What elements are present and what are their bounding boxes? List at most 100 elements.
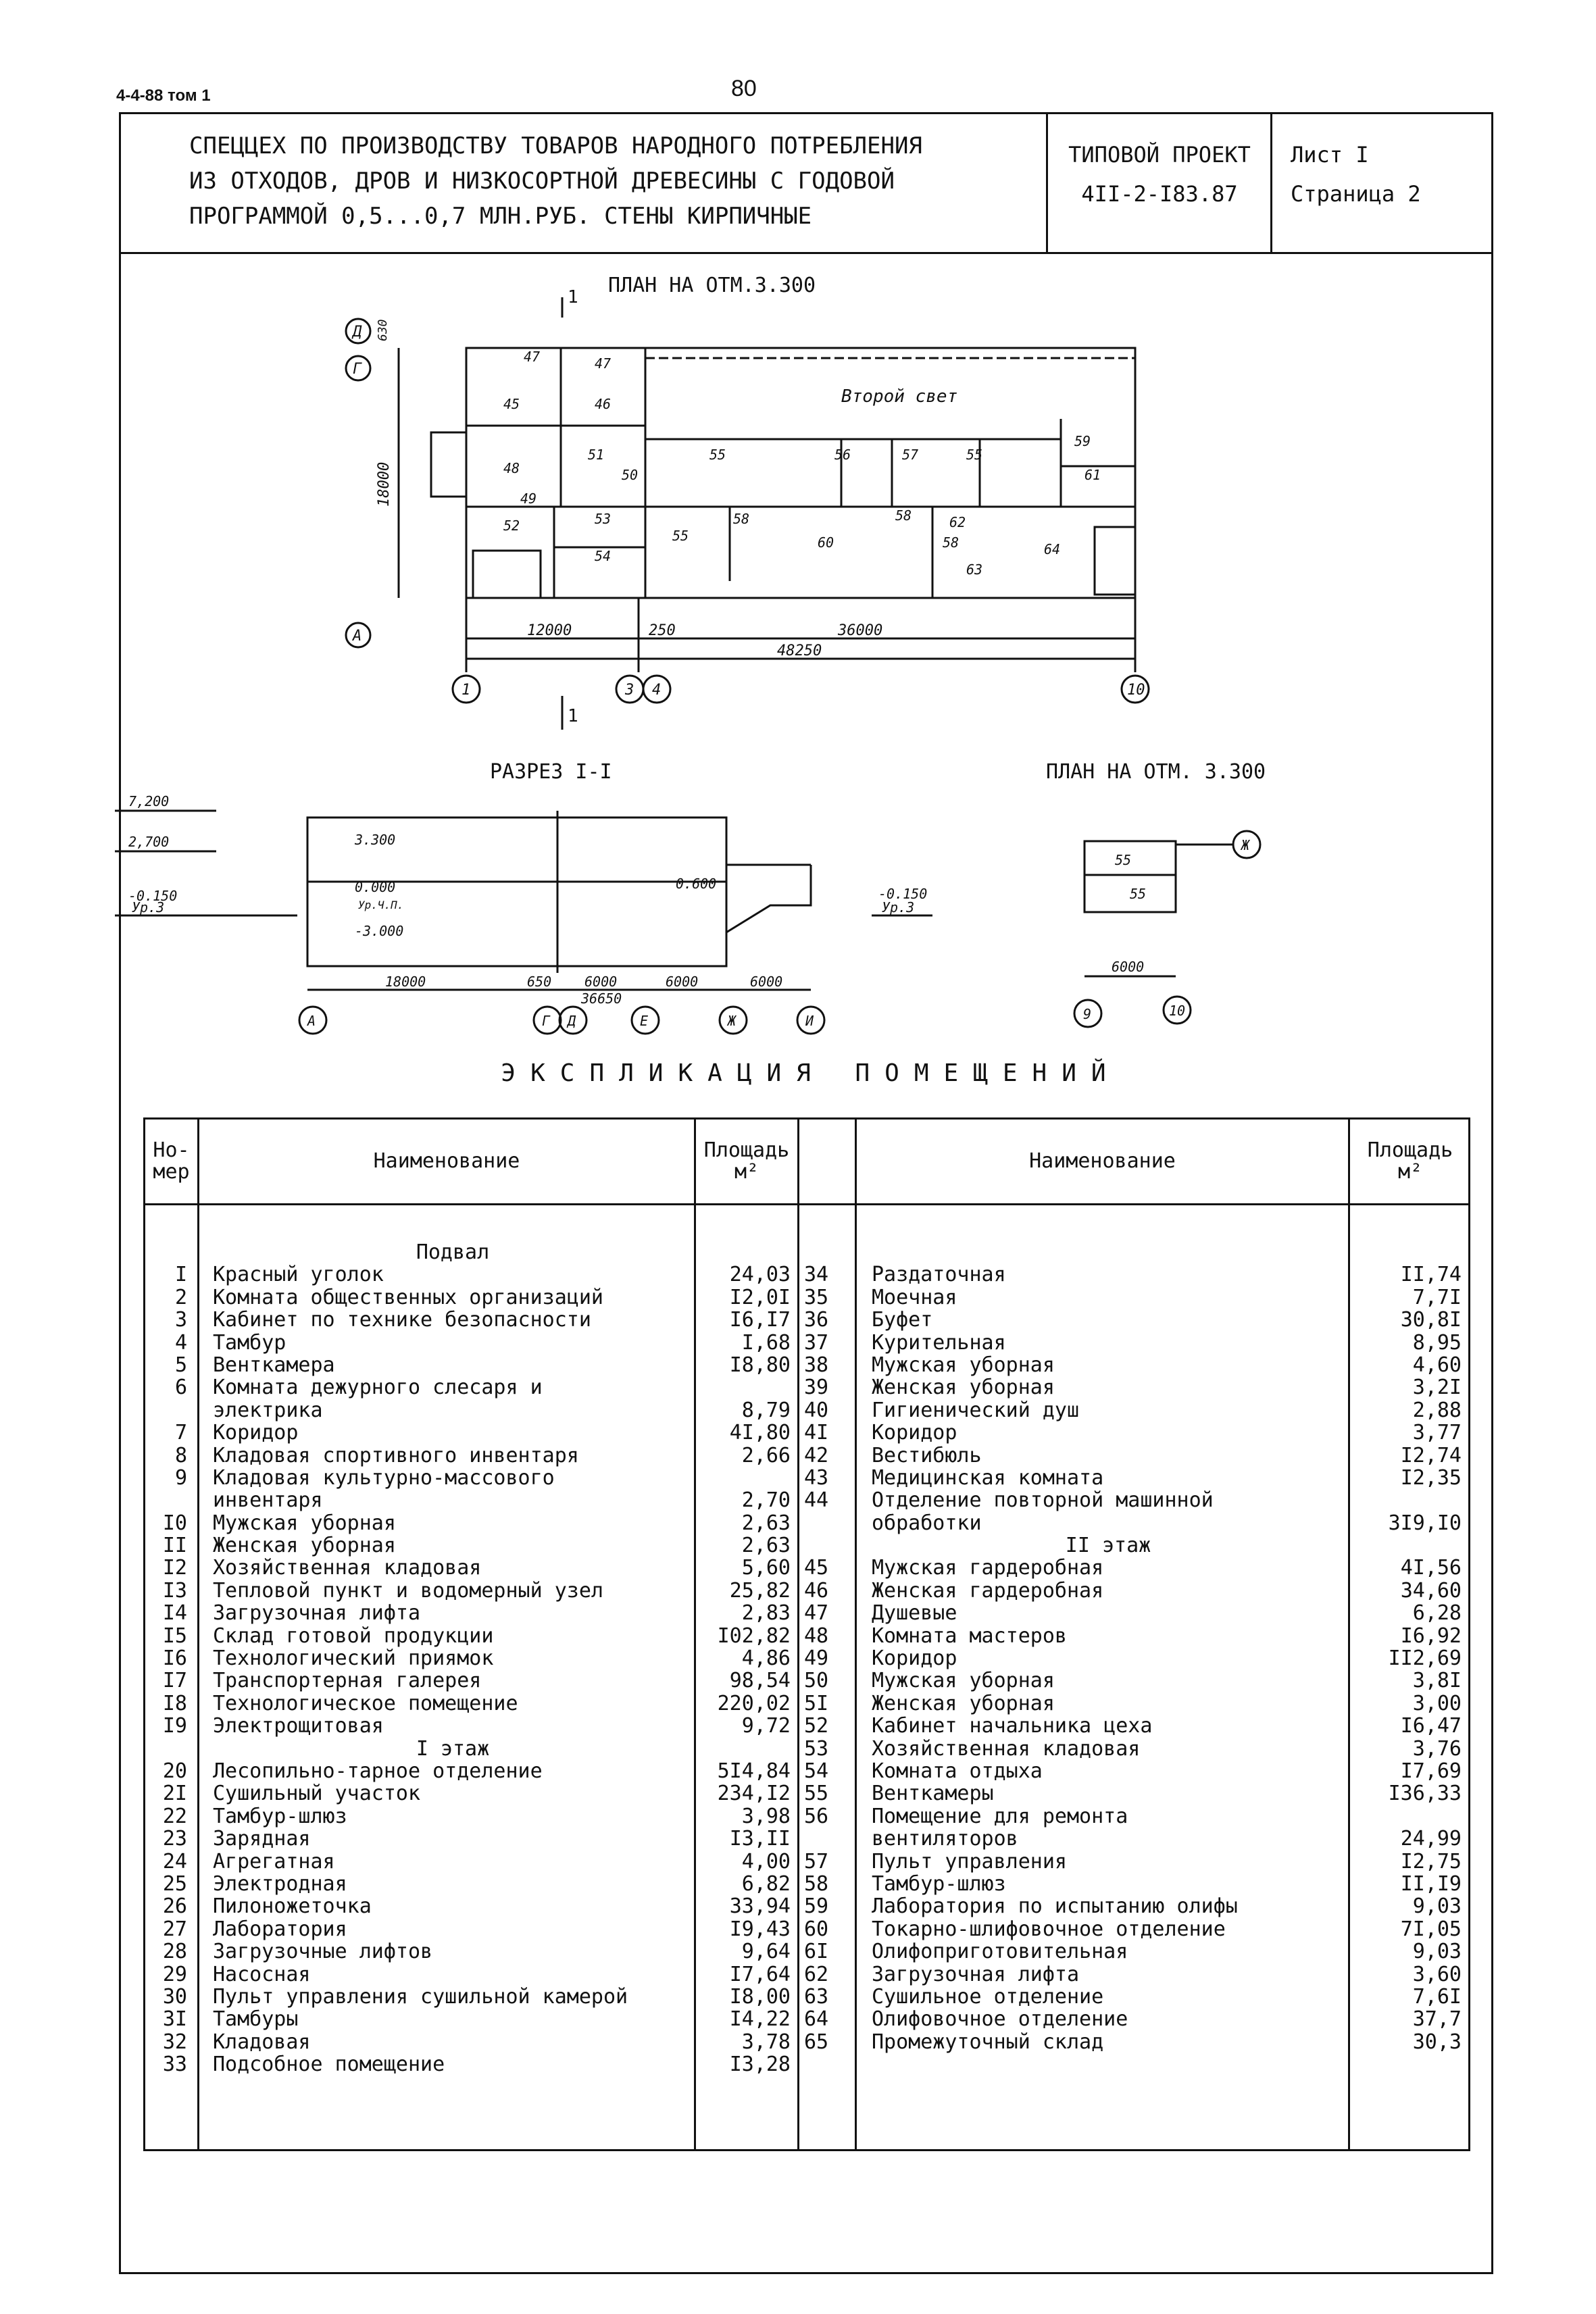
room-name: Насосная [213, 1962, 311, 1986]
plan-outline [465, 347, 1137, 599]
room-number: 35 [804, 1285, 829, 1309]
room-name: Тамбур-шлюз [213, 1804, 347, 1828]
section-dim: 650 [527, 974, 551, 990]
section-dim: 36650 [580, 990, 622, 1007]
room-name: Зарядная [213, 1827, 311, 1851]
room-name: Вестибюль [872, 1443, 982, 1467]
room-name: Медицинская комната [872, 1465, 1104, 1490]
room-area: 4,60 [1412, 1353, 1462, 1377]
room-label: 59 [1074, 433, 1091, 449]
room-label: 55 [709, 447, 726, 463]
room-number: 59 [804, 1894, 829, 1919]
section-dim: 18000 [385, 974, 426, 990]
room-area: 9,03 [1412, 1894, 1462, 1919]
room-name: Лаборатория по испытанию олифы [872, 1894, 1238, 1919]
second-light-label: Второй свет [841, 386, 957, 407]
room-name: Красный уголок [213, 1263, 384, 1287]
room-area: I8,00 [729, 1984, 791, 2009]
room-area: 2,63 [741, 1534, 791, 1558]
stairs-left-2 [472, 549, 542, 599]
room-label: 54 [595, 548, 611, 564]
room-number: 6I [804, 1940, 829, 1964]
room-number: 56 [804, 1804, 829, 1828]
dim-48250: 48250 [777, 643, 822, 659]
room-number: I [174, 1263, 187, 1287]
axis-bubble [1120, 674, 1150, 704]
axis-bubble [1073, 999, 1103, 1028]
axis-bubble [642, 674, 672, 704]
room-name: Мужская уборная [213, 1511, 396, 1535]
room-name: Буфет [872, 1308, 933, 1332]
room-label: 51 [588, 447, 604, 463]
room-name: Сушильное отделение [872, 1984, 1104, 2009]
room-name: Отделение повторной машинной [872, 1488, 1214, 1513]
room-area: 6,82 [741, 1871, 791, 1896]
room-number: 9 [174, 1465, 187, 1490]
section-axis: Г [542, 1013, 551, 1029]
room-label: 50 [622, 467, 638, 483]
room-area: 2,70 [741, 1488, 791, 1513]
room-label: 61 [1084, 467, 1101, 483]
room-number: 24 [162, 1849, 187, 1873]
room-number: 62 [804, 1962, 829, 1986]
room-area: 6,28 [1412, 1601, 1462, 1626]
room-area [696, 1376, 791, 1399]
room-area: 7,7I [1412, 1285, 1462, 1309]
room-area: 9,64 [741, 1940, 791, 1964]
room-number [145, 1399, 187, 1422]
room-area: I7,64 [729, 1962, 791, 1986]
room-area: I36,33 [1388, 1782, 1462, 1806]
room-label: 48 [503, 460, 520, 476]
room-name: Лесопильно-тарное отделение [213, 1759, 543, 1783]
section-dim: 6000 [750, 974, 782, 990]
level-label: -0.150 [128, 888, 177, 904]
room-name: Загрузочные лифтов [213, 1940, 433, 1964]
room-area: I2,74 [1400, 1443, 1462, 1467]
axis-3: 3 [624, 682, 634, 699]
section-outline [306, 816, 728, 967]
room-number: 7 [174, 1421, 187, 1445]
room-number: 44 [804, 1488, 829, 1513]
section-heading: Подвал [416, 1240, 490, 1264]
room-name: Тепловой пункт и водомерный узел [213, 1578, 603, 1603]
document-code: 4-4-88 том 1 [116, 86, 211, 105]
title-line: ИЗ ОТХОДОВ, ДРОВ И НИЗКОСОРТНОЙ ДРЕВЕСИН… [189, 168, 895, 195]
room-number: 6 [174, 1376, 187, 1400]
room-area: I3,II [729, 1827, 791, 1851]
room-area: 34,60 [1400, 1578, 1462, 1603]
room-number: 42 [804, 1443, 829, 1467]
room-label: 53 [595, 511, 611, 527]
title-divider [1270, 112, 1272, 254]
room-name: Женская гардеробная [872, 1578, 1104, 1603]
room-name: Коридор [872, 1421, 957, 1445]
room-number: 40 [804, 1398, 829, 1422]
room-number: 64 [804, 2007, 829, 2032]
room-name: Мужская гардеробная [872, 1556, 1104, 1580]
dim-height: 18000 [376, 462, 393, 507]
title-divider [1046, 112, 1048, 254]
room-label: 58 [733, 511, 749, 527]
room-area: 24,99 [1400, 1827, 1462, 1851]
room-name: Лаборатория [213, 1917, 347, 1941]
room-area: I2,35 [1400, 1465, 1462, 1490]
room-label: 62 [949, 514, 966, 530]
room-area: 37,7 [1412, 2007, 1462, 2032]
cut-mark-bottom: 1 [568, 706, 578, 726]
room-area: I3,28 [729, 2053, 791, 2077]
room-number: 3I [162, 2007, 187, 2032]
room-name: инвентаря [213, 1488, 323, 1513]
section-axis: Ж [726, 1013, 737, 1029]
room-area: I2,75 [1400, 1849, 1462, 1873]
room-area: 3,00 [1412, 1691, 1462, 1715]
room-area: I8,80 [729, 1353, 791, 1377]
room-number [145, 1489, 187, 1511]
room-number: 46 [804, 1578, 829, 1603]
room-number: 63 [804, 1984, 829, 2009]
dim-top: 630 [376, 319, 390, 341]
room-area: 3,98 [741, 1804, 791, 1828]
header-name-right: Наименование [1029, 1149, 1176, 1173]
level-label: -0.150 [878, 886, 927, 902]
room-name: Курительная [872, 1330, 1006, 1355]
room-name: Тамбур-шлюз [872, 1871, 1006, 1896]
